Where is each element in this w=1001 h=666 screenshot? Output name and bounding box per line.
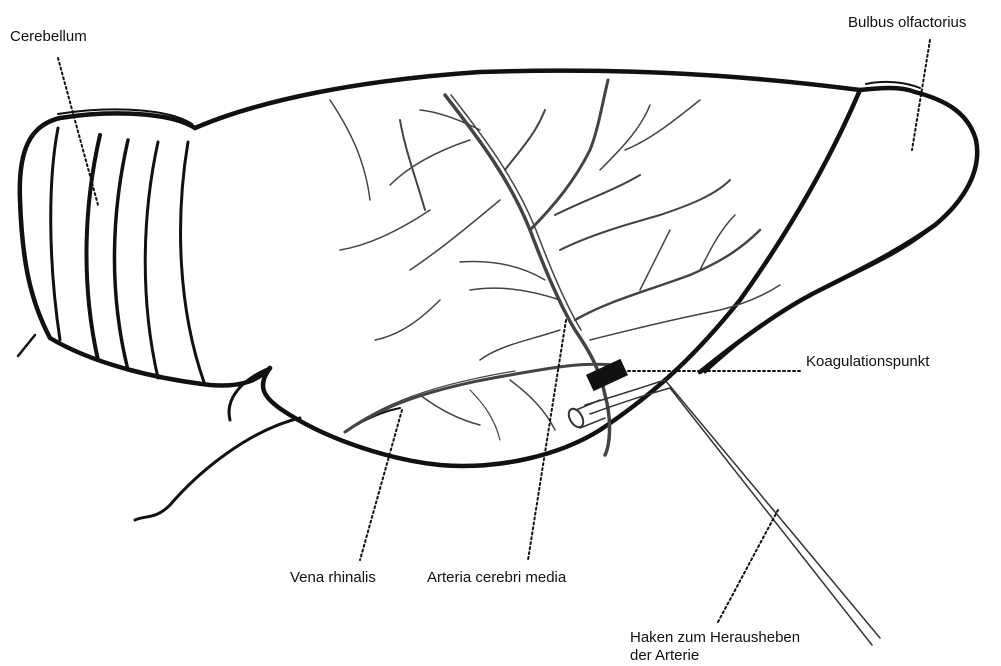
label-haken-line1: Haken zum Herausheben xyxy=(630,629,800,647)
nerve-lines xyxy=(135,368,300,520)
vessel-network xyxy=(330,80,780,455)
leader-cerebellum xyxy=(58,58,98,205)
label-haken-line2: der Arterie xyxy=(630,647,800,665)
label-cerebellum: Cerebellum xyxy=(10,28,87,46)
label-arteria-cerebri-media: Arteria cerebri media xyxy=(427,569,566,587)
label-bulbus-olfactorius: Bulbus olfactorius xyxy=(848,14,966,32)
cerebellum-shape xyxy=(18,109,270,385)
cerebrum-shape xyxy=(195,71,860,466)
olfactory-bulb-shape xyxy=(700,82,977,372)
leader-arteria xyxy=(528,320,566,560)
label-haken: Haken zum Herausheben der Arterie xyxy=(630,629,800,665)
label-koagulationspunkt: Koagulationspunkt xyxy=(806,353,929,371)
leader-haken xyxy=(718,510,778,622)
leader-vena-rhinalis xyxy=(360,410,402,560)
label-vena-rhinalis: Vena rhinalis xyxy=(290,569,376,587)
